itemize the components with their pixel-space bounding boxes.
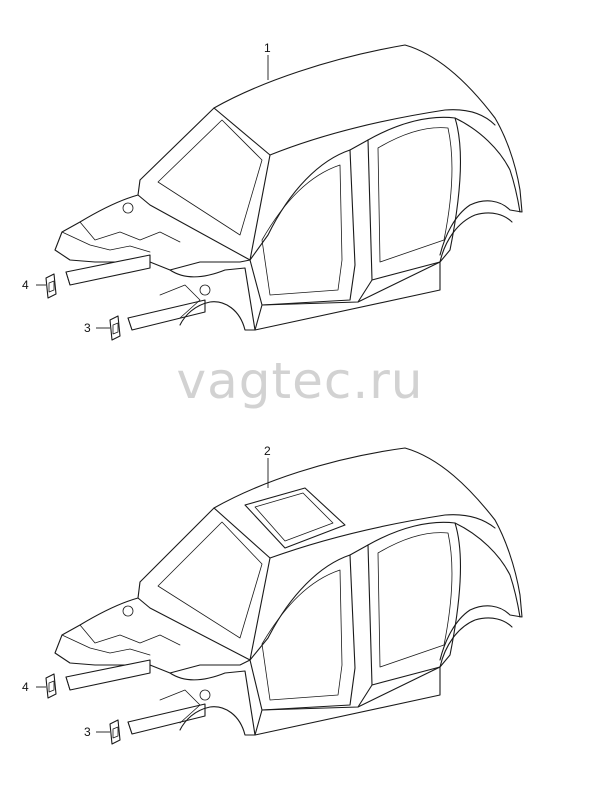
callout-4-top: 4 [22,278,29,292]
bracket-part-3-top [109,315,121,341]
callout-2: 2 [264,444,271,458]
callout-1: 1 [264,41,271,55]
bracket-part-4-top [45,273,57,299]
callout-3-top: 3 [84,321,91,335]
callout-3-bottom: 3 [84,725,91,739]
callout-4-bottom: 4 [22,680,29,694]
bracket-part-3-bottom [109,719,121,745]
watermark-text: vagtec.ru [176,352,424,410]
body-shell-outline-2 [54,447,523,736]
body-shell-outline-1 [54,44,523,331]
bracket-part-4-bottom [45,673,57,699]
